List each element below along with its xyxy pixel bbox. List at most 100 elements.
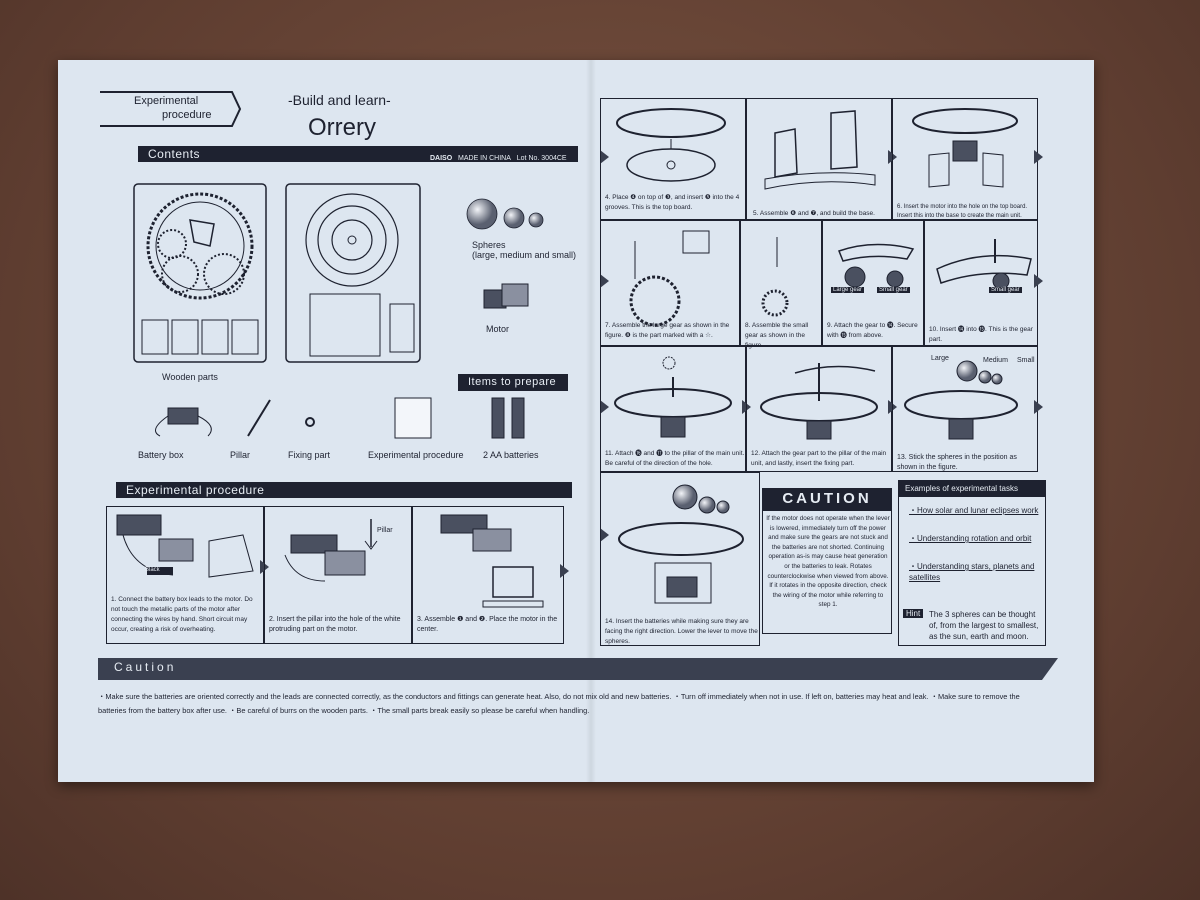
procedure-step-2: Pillar 2. Insert the pillar into the hol…: [264, 506, 412, 644]
assembly-step-8: 8. Assemble the small gear as shown in t…: [740, 220, 822, 349]
step7-caption: 7. Assemble the large gear as shown in t…: [605, 322, 730, 339]
small-label: Small: [1017, 357, 1035, 364]
step10-caption: 10. Insert ⓮ into ⓯. This is the gear pa…: [929, 326, 1033, 343]
step4-caption: 4. Place ❹ on top of ❸, and insert ❺ int…: [605, 194, 740, 211]
step-arrow: [1034, 400, 1043, 414]
task-item: ・How solar and lunar eclipses work: [909, 506, 1039, 515]
step6-caption: 6. Insert the motor into the hole on the…: [897, 204, 1028, 219]
procedure-step-3: 3. Assemble ❶ and ❷. Place the motor in …: [412, 506, 564, 644]
black-wire-label: Black: [145, 567, 160, 573]
step12-illustration: [760, 363, 878, 440]
assembly-step-10: Small gear 10. Insert ⓮ into ⓯. This is …: [924, 220, 1038, 346]
assembly-step-14: 14. Insert the batteries while making su…: [600, 472, 760, 646]
large-gear-label: Large gear: [831, 287, 865, 293]
caution-box-body: If the motor does not operate when the l…: [766, 515, 890, 609]
step11-caption: 11. Attach ⓰ and ⓱ to the pillar of the …: [605, 450, 745, 467]
step8-caption: 8. Assemble the small gear as shown in t…: [745, 322, 809, 349]
step5-illustration: [764, 110, 876, 190]
step14-illustration: [618, 484, 744, 604]
small-gear-label-2: Small gear: [989, 287, 1022, 293]
caution-footer-bar: [98, 658, 1058, 680]
task-item: ・Understanding stars, planets and satell…: [909, 562, 1035, 582]
tasks-box: Examples of experimental tasks ・How sola…: [898, 480, 1046, 646]
step8-illustration: [761, 237, 789, 317]
spheres-line2: (large, medium and small): [472, 250, 577, 260]
step-arrow: [600, 400, 609, 414]
pillar-label: Pillar: [377, 527, 393, 534]
motor-label: Motor: [486, 324, 510, 334]
step13-illustration: [904, 360, 1018, 440]
step11-illustration: [614, 356, 732, 438]
brand-line: DAISO MADE IN CHINA Lot No. 3004CE: [430, 155, 567, 162]
prepare-item: 2 AA batteries: [483, 450, 539, 460]
step-arrow: [560, 564, 569, 578]
step-arrow: [1034, 150, 1043, 164]
prepare-heading: Items to prepare: [468, 376, 557, 388]
prepare-bar: Items to prepare: [458, 374, 568, 391]
motor-illustration: [483, 283, 529, 309]
brand: DAISO: [430, 155, 453, 162]
badge-line1: Experimental: [134, 95, 199, 107]
prepare-item: Fixing part: [288, 450, 331, 460]
step6-illustration: [912, 108, 1018, 188]
spheres-line1: Spheres: [472, 240, 506, 250]
step1-illustration: [116, 514, 254, 578]
small-gear-label: Small gear: [877, 287, 910, 293]
spheres-label: Spheres (large, medium and small): [466, 240, 576, 260]
instruction-sheet: Experimental procedure -Build and learn-…: [58, 60, 1094, 782]
task-item: ・Understanding rotation and orbit: [909, 534, 1032, 543]
step14-caption: 14. Insert the batteries while making su…: [605, 618, 758, 645]
step-arrow: [600, 274, 609, 288]
caution-footer-line2: batteries from the battery box after use…: [98, 706, 590, 715]
lot-number: Lot No. 3004CE: [516, 155, 567, 162]
hint-text: The 3 spheres can be thought of, from th…: [929, 610, 1039, 641]
hint-badge: Hint: [903, 609, 924, 618]
assembly-step-6: 6. Insert the motor into the hole on the…: [892, 98, 1038, 220]
step10-illustration: [936, 239, 1032, 290]
spheres-illustration: [466, 198, 544, 230]
page-subtitle: -Build and learn-: [288, 92, 391, 108]
large-label: Large: [931, 355, 949, 362]
step9-caption: 9. Attach the gear to ⓮. Secure with ⓯ f…: [827, 322, 918, 339]
badge-line2: procedure: [162, 109, 212, 121]
prepare-labels: Battery box Pillar Fixing part Experimen…: [138, 450, 578, 464]
step3-illustration: [440, 514, 544, 608]
procedure-step-1: Black 1. Connect the battery box leads t…: [106, 506, 264, 644]
assembly-step-13: Large Medium Small 13. Stick the spheres…: [892, 346, 1038, 472]
contents-heading: Contents: [148, 147, 201, 161]
prepare-item: Pillar: [230, 450, 251, 460]
procedure-heading: Experimental procedure: [126, 483, 265, 497]
badge-frame: [100, 91, 242, 127]
step9-illustration: [838, 243, 915, 288]
header-badge: Experimental procedure: [100, 90, 242, 128]
assembly-step-4: 4. Place ❹ on top of ❸, and insert ❺ int…: [600, 98, 746, 220]
assembly-step-5: 5. Assemble ❻ and ❼, and build the base.: [746, 98, 892, 220]
assembly-step-7: 7. Assemble the large gear as shown in t…: [600, 220, 740, 346]
caution-box: CAUTION If the motor does not operate wh…: [760, 472, 898, 646]
sheet-fold: [586, 60, 596, 782]
wooden-board-top: [285, 183, 421, 363]
tasks-heading: Examples of experimental tasks: [899, 481, 1045, 497]
caution-box-title: CAUTION: [762, 488, 892, 510]
step7-illustration: [629, 230, 710, 327]
made-in: MADE IN CHINA: [458, 155, 511, 162]
step-arrow: [600, 528, 609, 542]
caution-footer-line1: ・Make sure the batteries are oriented co…: [98, 692, 1020, 701]
prepare-item: Battery box: [138, 450, 184, 460]
step-arrow: [1034, 274, 1043, 288]
prepare-item: Experimental procedure: [368, 450, 464, 460]
assembly-step-12: 12. Attach the gear part to the pillar o…: [746, 346, 892, 472]
page-title: Orrery: [308, 114, 376, 141]
step1-caption: 1. Connect the battery box leads to the …: [111, 596, 253, 633]
step-arrow: [600, 150, 609, 164]
step13-caption: 13. Stick the spheres in the position as…: [897, 454, 1017, 471]
step4-illustration: [616, 108, 726, 182]
step3-caption: 3. Assemble ❶ and ❷. Place the motor in …: [417, 616, 558, 633]
caution-footer-heading: Caution: [114, 660, 177, 674]
wooden-board-gears: [133, 183, 267, 363]
assembly-step-11: 11. Attach ⓰ and ⓱ to the pillar of the …: [600, 346, 746, 472]
wooden-parts-label: Wooden parts: [162, 372, 218, 382]
assembly-step-9: Large gear Small gear 9. Attach the gear…: [822, 220, 924, 346]
step2-caption: 2. Insert the pillar into the hole of th…: [269, 616, 401, 633]
step12-caption: 12. Attach the gear part to the pillar o…: [751, 450, 887, 467]
